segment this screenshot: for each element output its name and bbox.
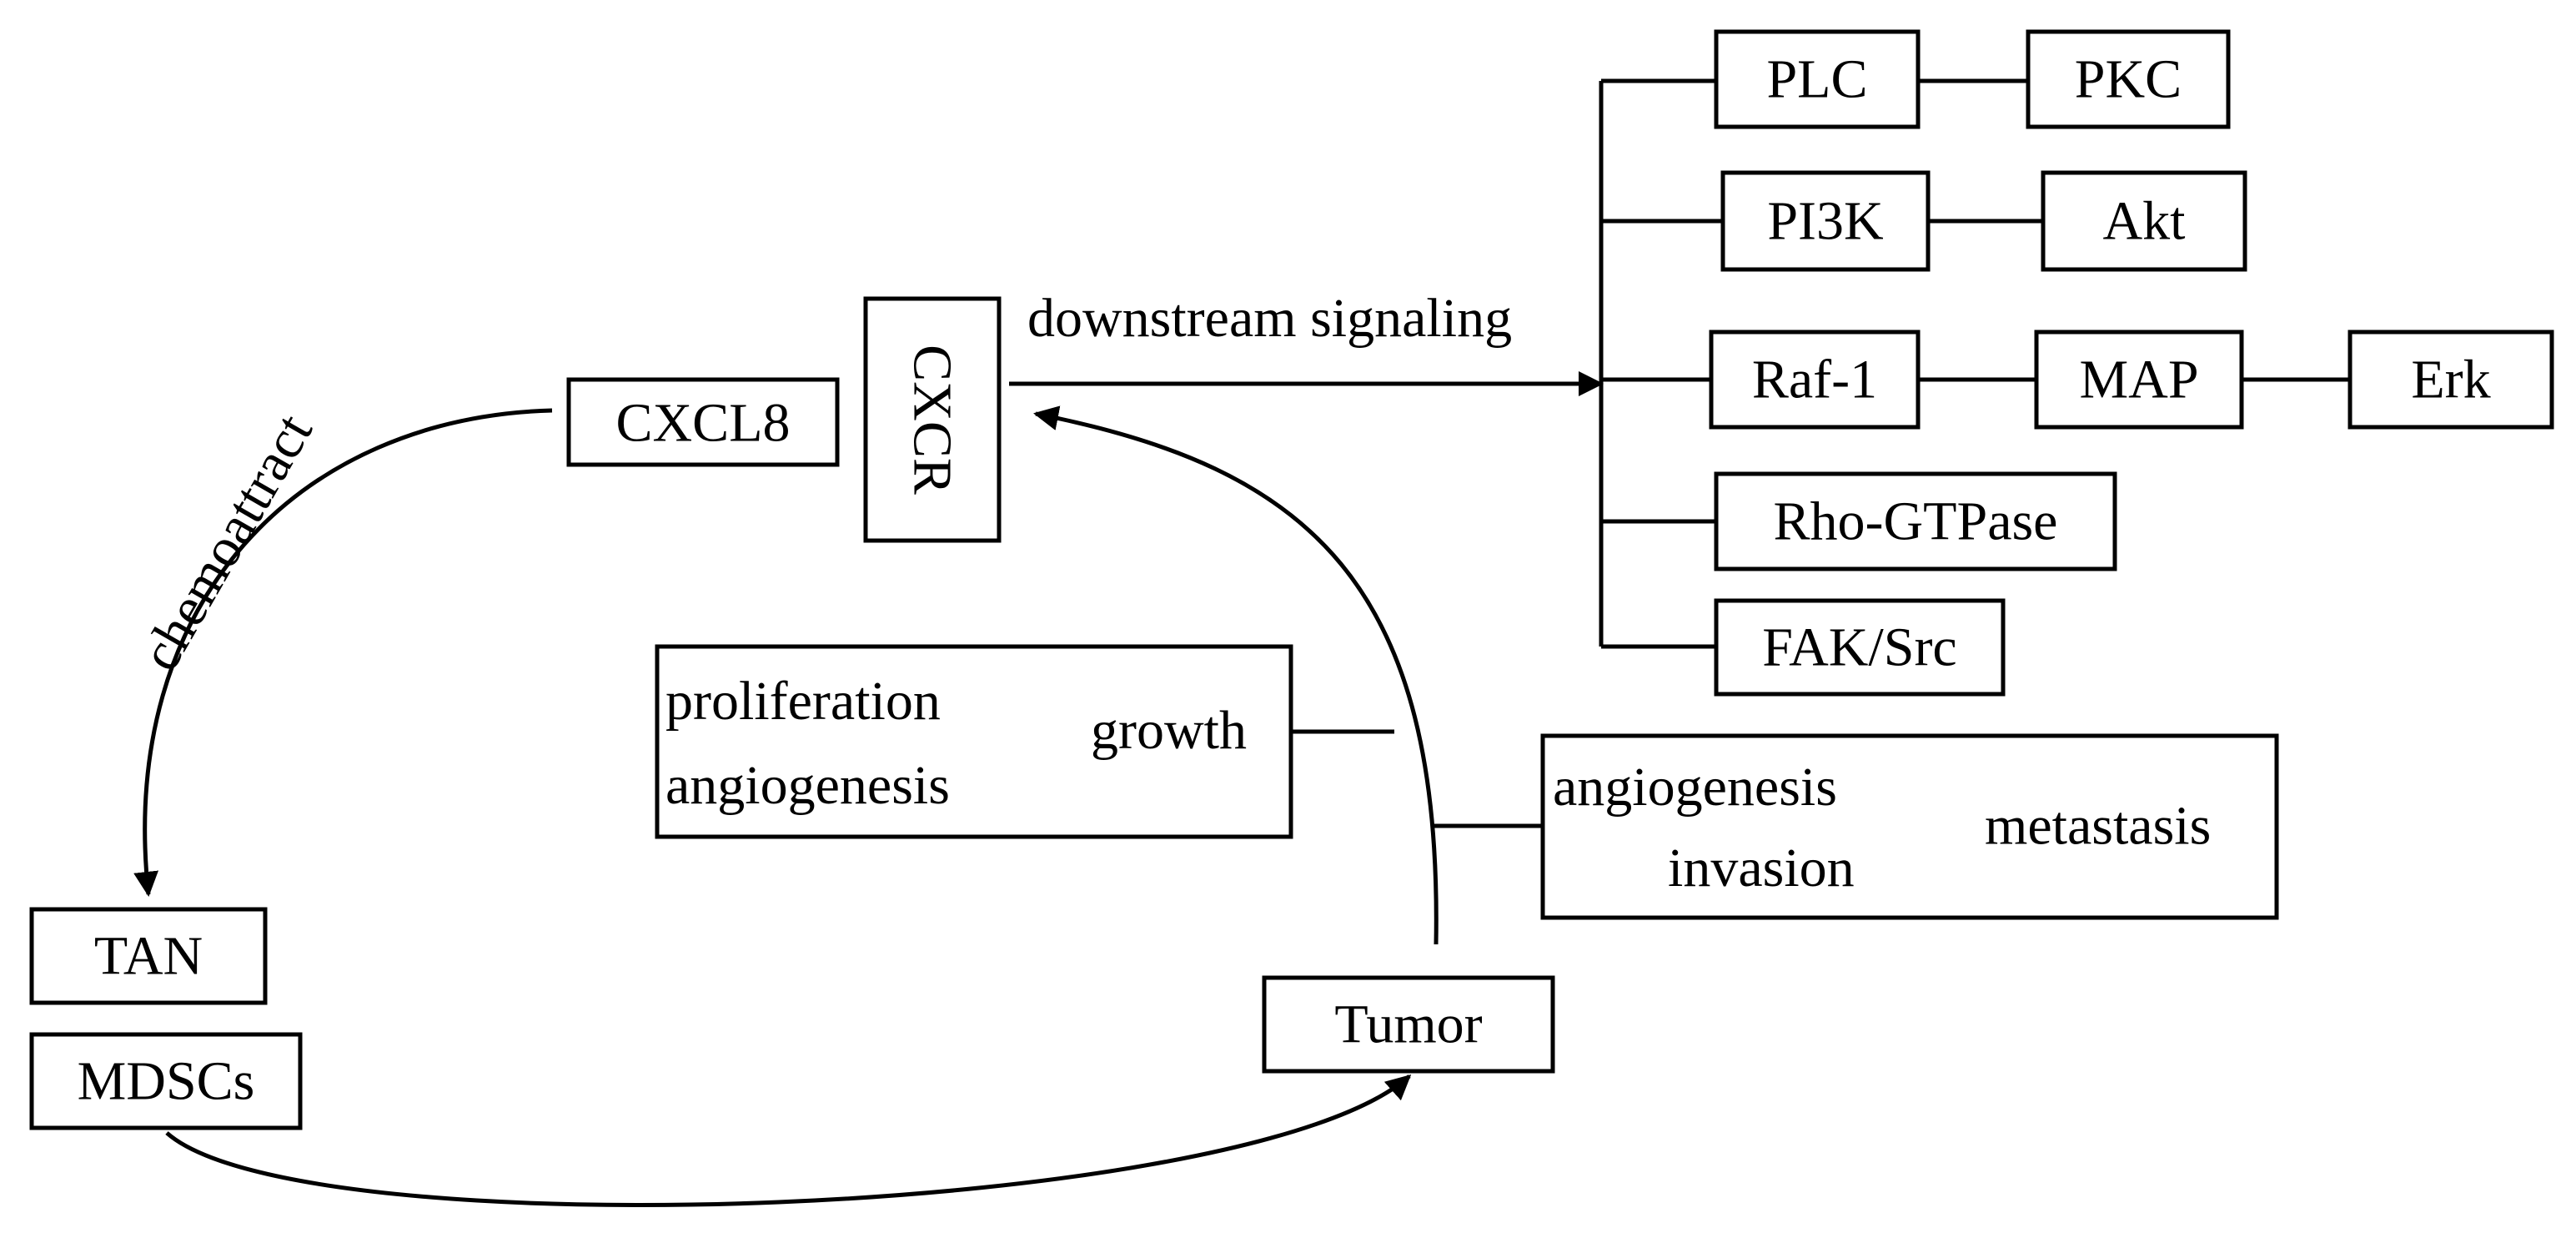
map-label: MAP [2079,350,2198,410]
metastasis-angiogenesis-label: angiogenesis [1553,757,1837,818]
pi3k-node: PI3K [1720,170,1931,272]
mdscs-to-tumor-arrow [165,1074,1412,1207]
cxcl8-node: CXCL8 [566,377,840,467]
cxcr-label: CXCR [902,345,963,495]
tan-label: TAN [94,926,203,987]
akt-node: Akt [2041,170,2247,272]
akt-label: Akt [2103,191,2186,252]
invasion-label: invasion [1668,838,1855,898]
fak-src-node: FAK/Src [1714,598,2006,697]
map-node: MAP [2034,330,2244,430]
proliferation-label: proliferation [665,671,941,732]
rho-gtpase-node: Rho-GTPase [1714,471,2117,571]
metastasis-label: metastasis [1985,796,2211,857]
tan-node: TAN [29,907,268,1005]
pkc-node: PKC [2026,29,2231,129]
growth-angiogenesis-label: angiogenesis [665,755,950,816]
growth-box: proliferation angiogenesis growth [655,644,1293,839]
growth-label: growth [1091,700,1247,761]
tumor-label: Tumor [1334,994,1482,1055]
raf1-label: Raf-1 [1752,350,1877,410]
plc-node: PLC [1714,29,1921,129]
pi3k-label: PI3K [1767,191,1883,252]
erk-label: Erk [2411,350,2490,410]
plc-label: PLC [1766,49,1867,110]
pkc-label: PKC [2075,49,2182,110]
rho-gtpase-label: Rho-GTPase [1774,491,2058,552]
mdscs-label: MDSCs [78,1051,255,1112]
mdscs-node: MDSCs [29,1032,303,1130]
cxcr-node: CXCR [863,296,1002,543]
downstream-signaling-label: downstream signaling [1027,288,1512,349]
erk-node: Erk [2348,330,2554,430]
connectors [133,78,2350,1207]
tumor-node: Tumor [1262,975,1555,1074]
raf1-node: Raf-1 [1709,330,1921,430]
chemoattract-label: chemoattract [129,404,324,681]
cxcl8-label: CXCL8 [615,393,790,454]
tumor-to-cxcr-arrow [1033,405,1439,945]
fak-src-label: FAK/Src [1762,617,1956,678]
metastasis-box: angiogenesis invasion metastasis [1540,733,2279,920]
chemoattract-arrow [133,408,553,897]
